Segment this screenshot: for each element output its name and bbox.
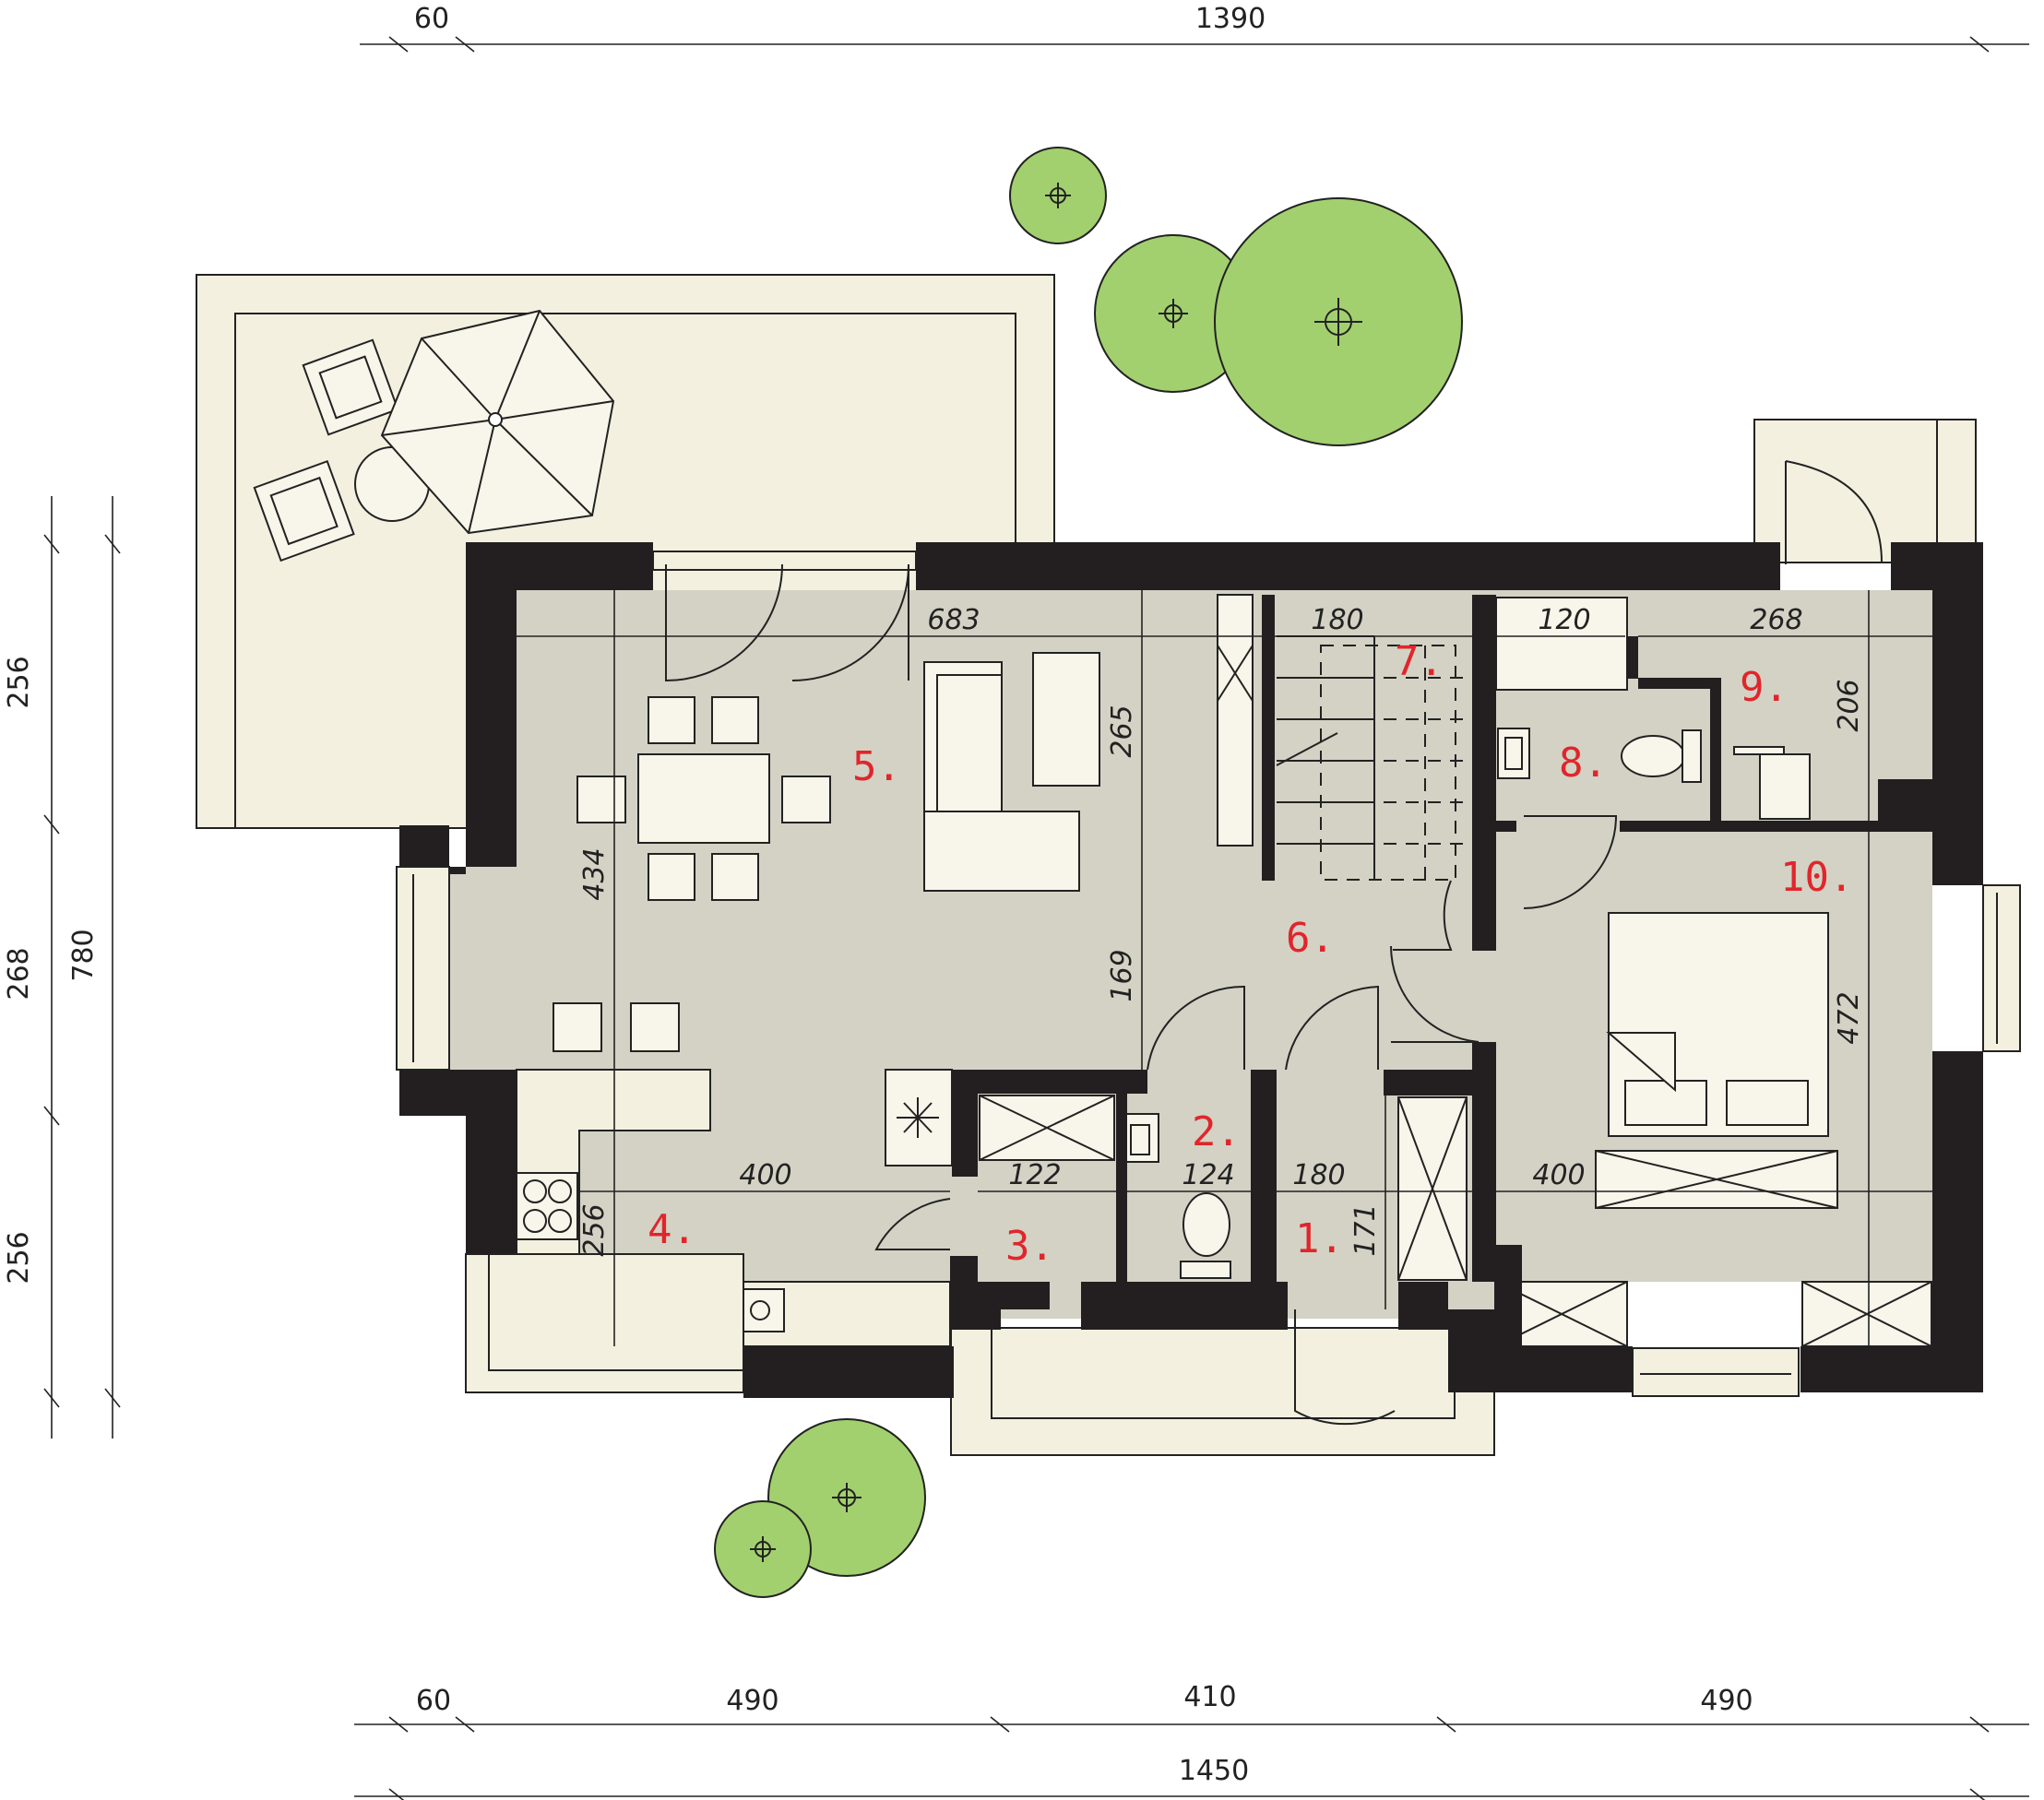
dim-400-left: 400 (739, 1159, 791, 1191)
dim-400-right: 400 (1532, 1159, 1585, 1191)
dim-256-inner: 256 (578, 1203, 611, 1256)
dim-265: 265 (1106, 705, 1138, 757)
room-labels: 1. 2. 3. 4. 5. 6. 7. 8. 9. 10. (648, 638, 1853, 1270)
dim-434: 434 (578, 847, 611, 900)
exterior-dimensions-bottom: 60 490 410 490 1450 (354, 1681, 2029, 1800)
dim-left-256-top: 256 (3, 656, 35, 708)
interior-dimension-lines (517, 590, 1932, 1346)
exterior-dimensions-left: 256 268 256 780 (3, 496, 121, 1439)
exterior-dimensions-top: 60 1390 (360, 3, 2029, 53)
room-1-label: 1. (1295, 1215, 1344, 1262)
dim-171: 171 (1349, 1203, 1382, 1256)
dim-124: 124 (1182, 1159, 1234, 1191)
room-6-label: 6. (1286, 915, 1335, 962)
tree-5 (714, 1500, 812, 1598)
dim-472: 472 (1833, 991, 1865, 1044)
room-9-label: 9. (1740, 664, 1788, 711)
interior-dimensions: 683 180 120 268 206 265 434 169 400 122 … (578, 604, 1865, 1257)
entrance-porch (950, 419, 1977, 1456)
dim-left-256-bottom: 256 (3, 1231, 35, 1284)
room-7-label: 7. (1395, 638, 1444, 685)
room-3-label: 3. (1005, 1223, 1054, 1270)
dim-bottom-60: 60 (416, 1685, 451, 1717)
dim-left-268: 268 (3, 947, 35, 1000)
walls (399, 542, 1983, 1398)
room-5-label: 5. (852, 743, 901, 790)
room-4-label: 4. (648, 1206, 696, 1253)
dim-268: 268 (1750, 604, 1802, 636)
dim-top-1390: 1390 (1195, 3, 1266, 35)
room-2-label: 2. (1192, 1108, 1241, 1155)
dim-bottom-1450: 1450 (1179, 1755, 1249, 1787)
dim-180-top: 180 (1311, 604, 1363, 636)
tree-3 (1214, 197, 1463, 446)
trees (714, 147, 1463, 1598)
dim-bottom-410: 410 (1183, 1681, 1236, 1713)
dim-120: 120 (1538, 604, 1590, 636)
dim-206: 206 (1833, 679, 1865, 731)
dim-bottom-490-right: 490 (1700, 1685, 1753, 1717)
sanitary (1121, 728, 1702, 1279)
dim-top-60: 60 (414, 3, 449, 35)
doors (665, 460, 1883, 1426)
room-10-label: 10. (1780, 854, 1853, 901)
dim-122: 122 (1008, 1159, 1061, 1191)
dining-set (553, 696, 831, 1052)
staircase (1276, 635, 1467, 881)
dim-left-780: 780 (67, 929, 100, 981)
dim-180-bottom: 180 (1292, 1159, 1345, 1191)
dim-169: 169 (1106, 949, 1138, 1001)
dim-683: 683 (927, 604, 980, 636)
dim-bottom-490-left: 490 (726, 1685, 778, 1717)
bed (1595, 912, 1838, 1209)
interior-floor (449, 590, 1932, 1319)
windows (396, 551, 2021, 1397)
room-8-label: 8. (1559, 740, 1608, 787)
tree-2 (1094, 234, 1253, 393)
tree-1 (1009, 147, 1107, 244)
patio-furniture (253, 309, 615, 562)
sofa (923, 652, 1100, 892)
parasol (380, 309, 615, 535)
